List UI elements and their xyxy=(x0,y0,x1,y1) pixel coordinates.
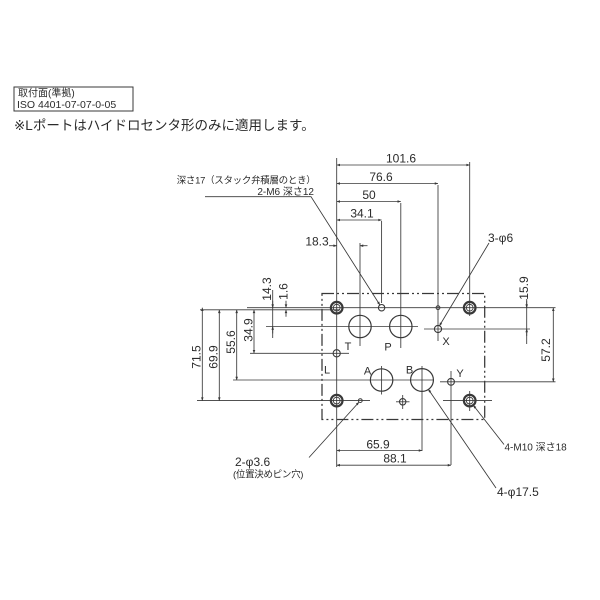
port-l-hole xyxy=(332,349,341,358)
mounting-hole-top-left xyxy=(329,300,344,315)
mounting-hole-bottom-right xyxy=(462,393,477,408)
title-block-iso-code: ISO 4401-07-07-0-05 xyxy=(17,99,116,111)
dim-14-3: 14.3 xyxy=(260,277,274,301)
callout-pin-size: 2-φ3.6 xyxy=(235,455,270,469)
callout-phi6: 3-φ6 xyxy=(488,231,513,245)
port-a-hole xyxy=(369,368,394,392)
dim-76-6: 76.6 xyxy=(369,170,393,184)
leader-lines xyxy=(205,196,505,489)
dim-18-3: 18.3 xyxy=(305,234,329,248)
port-label-b: B xyxy=(406,365,413,377)
port-p-hole xyxy=(388,314,413,339)
callout-m6: 2-M6 深さ12 xyxy=(257,186,314,198)
holes xyxy=(329,300,477,408)
mounting-hole-bottom-left xyxy=(329,393,344,408)
dim-34-1: 34.1 xyxy=(350,207,374,221)
port-label-t: T xyxy=(345,341,352,353)
port-label-p: P xyxy=(384,342,391,354)
port-x-hole xyxy=(433,324,443,334)
leader-phi6 xyxy=(439,242,490,327)
port-label-y: Y xyxy=(456,368,464,380)
dim-34-9: 34.9 xyxy=(242,318,256,342)
dim-15-9: 15.9 xyxy=(517,276,531,300)
leader-pin xyxy=(308,401,360,458)
dim-50: 50 xyxy=(362,188,376,202)
callout-m6-depth: 深さ17（スタック弁積層のとき） xyxy=(177,175,316,187)
pin-hole-bottom xyxy=(357,398,363,404)
port-t-hole xyxy=(348,314,372,339)
callout-pin-desc: (位置決めピン穴) xyxy=(233,469,303,481)
dim-65-9: 65.9 xyxy=(366,437,390,451)
title-block-standard-label: 取付面(準拠) xyxy=(18,87,75,100)
valve-body-outline xyxy=(321,292,486,421)
dimension-lines xyxy=(201,163,555,467)
m6-hole-top xyxy=(377,303,386,312)
leader-phi17-5 xyxy=(427,388,497,489)
dim-88-1: 88.1 xyxy=(383,452,407,466)
port-y-hole xyxy=(447,377,455,386)
leader-m6 xyxy=(205,196,381,306)
port-labels: T P L A B X Y xyxy=(324,336,464,380)
m6-hole-bottom xyxy=(398,398,407,406)
dim-71-5: 71.5 xyxy=(190,345,204,369)
dim-69-9: 69.9 xyxy=(207,345,221,369)
note-l-port: ※Lポートはハイドロセンタ形のみに適用します。 xyxy=(14,117,315,133)
port-label-x: X xyxy=(442,336,450,348)
port-b-hole xyxy=(410,368,435,393)
dim-57-2: 57.2 xyxy=(539,338,553,362)
callout-m10: 4-M10 深さ18 xyxy=(505,442,568,454)
callout-texts: 深さ17（スタック弁積層のとき） 2-M6 深さ12 3-φ6 4-M10 深さ… xyxy=(177,175,567,500)
callout-phi17-5: 4-φ17.5 xyxy=(497,485,539,499)
dim-55-6: 55.6 xyxy=(224,330,238,354)
mounting-hole-top-right xyxy=(462,300,477,315)
port-label-a: A xyxy=(364,366,372,378)
dimension-texts: 101.6 76.6 50 34.1 18.3 65.9 88.1 71.5 6… xyxy=(190,152,554,466)
pin-hole-top xyxy=(435,305,441,311)
extension-and-center-lines xyxy=(197,158,556,467)
dim-1-6: 1.6 xyxy=(277,283,291,300)
dim-101-6: 101.6 xyxy=(386,152,416,166)
port-label-l: L xyxy=(324,365,330,377)
leader-m10 xyxy=(472,404,505,445)
title-block: 取付面(準拠) ISO 4401-07-07-0-05 xyxy=(13,86,134,112)
